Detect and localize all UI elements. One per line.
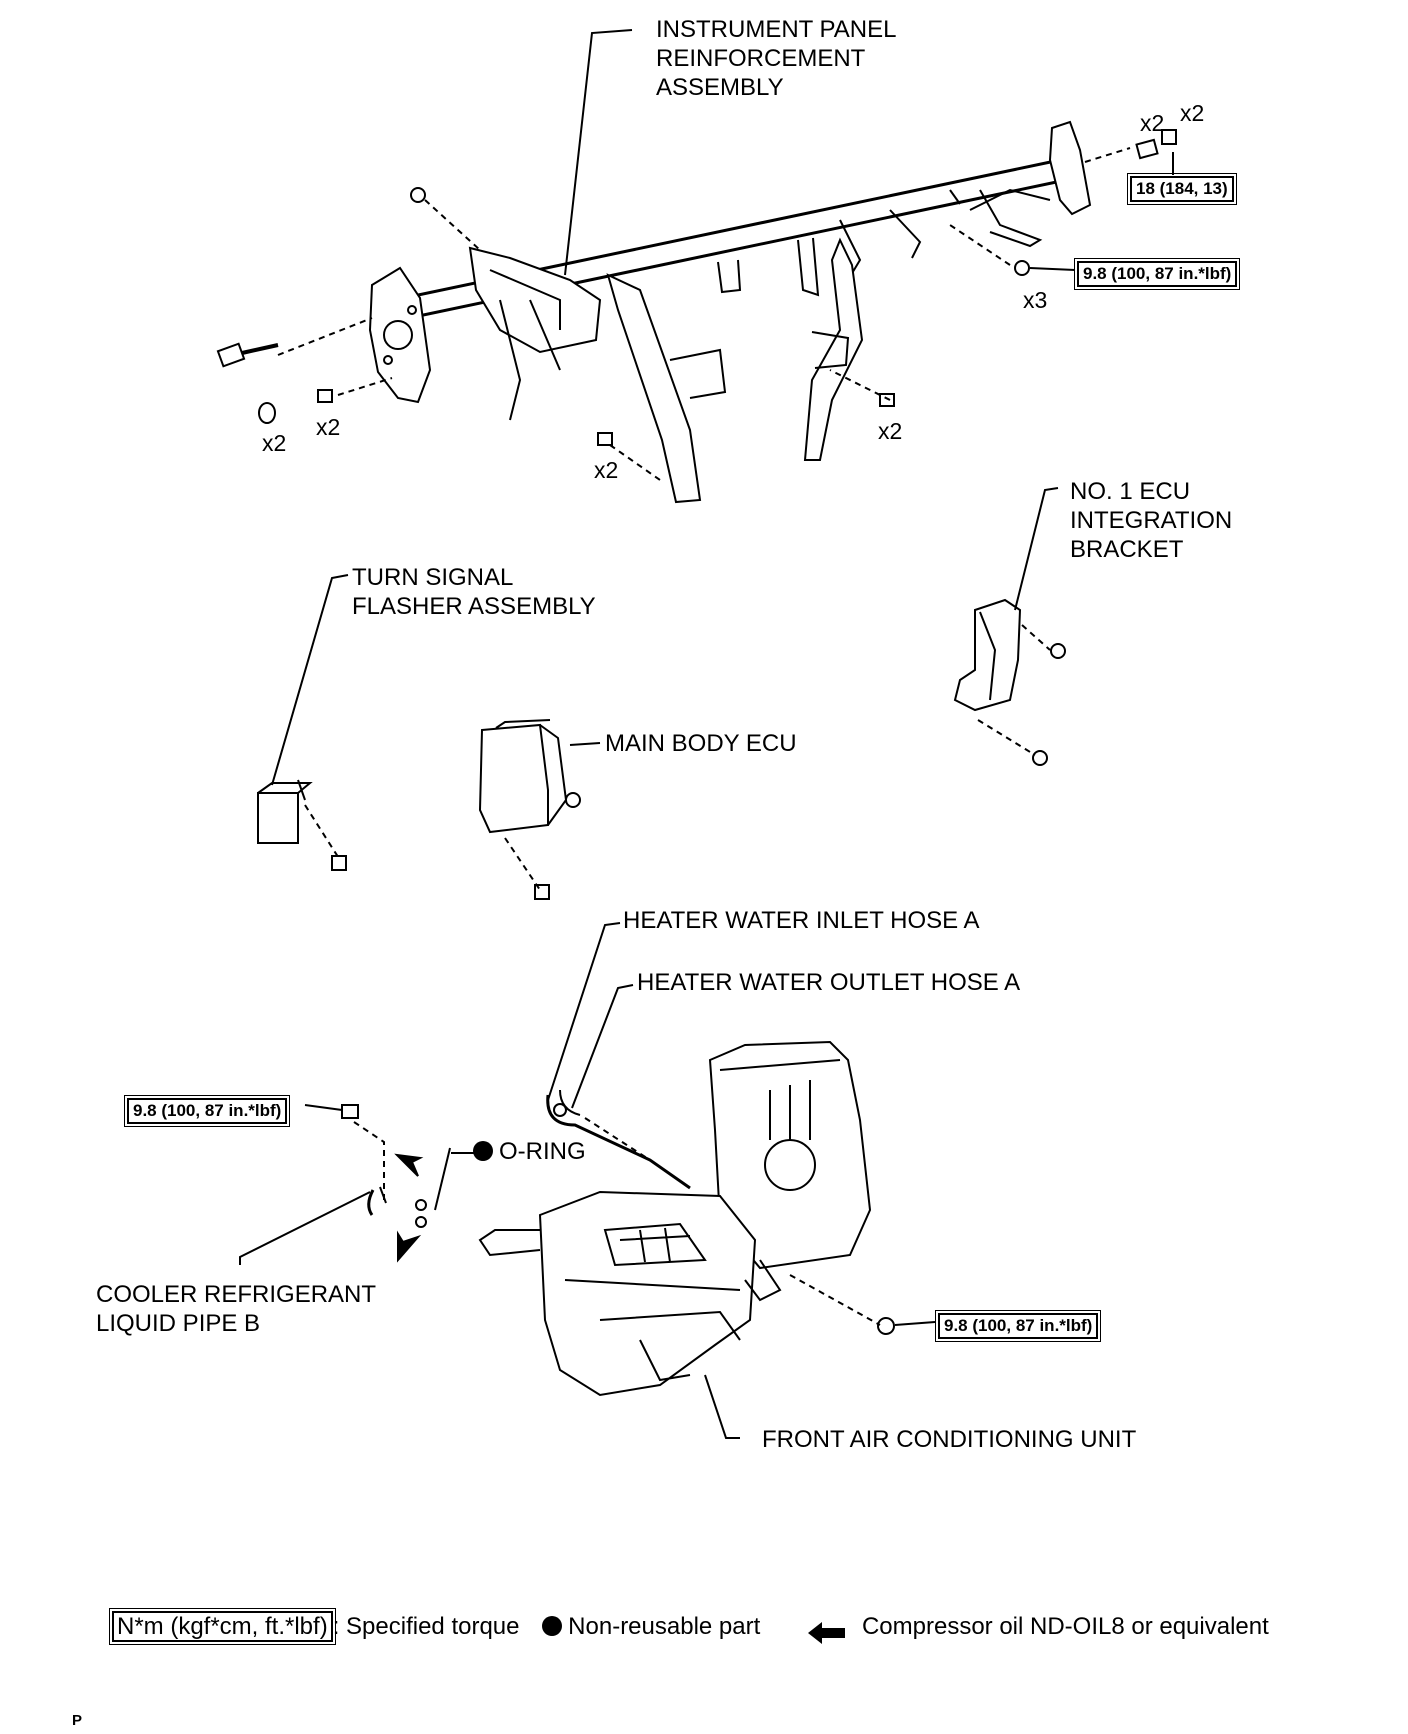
count-bolt-right: x2 xyxy=(1180,100,1205,126)
instrument-panel-reinforcement-drawing xyxy=(216,29,1177,504)
label-heater-water-outlet-hose: HEATER WATER OUTLET HOSE A xyxy=(637,969,1021,996)
torque-box-ac-nut: 9.8 (100, 87 in.*lbf) xyxy=(934,1310,1102,1342)
label-ecu-integration-bracket: NO. 1 ECU INTEGRATION BRACKET xyxy=(1070,478,1233,563)
label-instrument-panel-reinforcement: INSTRUMENT PANEL REINFORCEMENT ASSEMBLY xyxy=(656,16,897,101)
legend-torque-box: N*m (kgf*cm, ft.*lbf) xyxy=(109,1608,336,1645)
label-main-body-ecu: MAIN BODY ECU xyxy=(605,730,797,757)
label-o-ring: O-RING xyxy=(473,1137,586,1166)
count-collar-right: x2 xyxy=(1140,110,1165,136)
legend-torque-text: : Specified torque xyxy=(332,1613,520,1640)
legend-non-reusable-dot-icon xyxy=(542,1616,563,1636)
front-ac-unit-drawing xyxy=(239,152,1174,1439)
torque-box-pipe-bolt: 9.8 (100, 87 in.*lbf) xyxy=(123,1095,291,1127)
count-bolt-left: x2 xyxy=(316,414,341,440)
label-cooler-refrigerant-liquid-pipe: COOLER REFRIGERANT LIQUID PIPE B xyxy=(96,1281,377,1337)
turn-signal-flasher-drawing xyxy=(257,574,349,871)
ecu-bracket-drawing xyxy=(953,487,1066,766)
legend-oil-text: Compressor oil ND-OIL8 or equivalent xyxy=(861,1613,1269,1640)
non-reusable-dot-icon xyxy=(473,1141,493,1161)
count-bolt-center: x2 xyxy=(594,457,619,483)
label-heater-water-inlet-hose: HEATER WATER INLET HOSE A xyxy=(623,907,980,934)
legend-non-reusable-text: Non-reusable part xyxy=(568,1613,761,1640)
label-turn-signal-flasher: TURN SIGNAL FLASHER ASSEMBLY xyxy=(352,564,596,620)
torque-box-right-bolts: 9.8 (100, 87 in.*lbf) xyxy=(1073,258,1241,290)
legend-arrow-icon xyxy=(808,1622,845,1644)
count-bolts-right-three: x3 xyxy=(1023,287,1048,313)
label-front-air-conditioning-unit: FRONT AIR CONDITIONING UNIT xyxy=(762,1426,1137,1453)
main-body-ecu-drawing xyxy=(478,719,601,900)
torque-box-right-end: 18 (184, 13) xyxy=(1127,173,1237,205)
count-bolt-mid: x2 xyxy=(878,418,903,444)
count-collar-left: x2 xyxy=(262,430,287,456)
legend: N*m (kgf*cm, ft.*lbf): Specified torque … xyxy=(109,1608,1269,1645)
footer-code: P xyxy=(72,1712,83,1729)
